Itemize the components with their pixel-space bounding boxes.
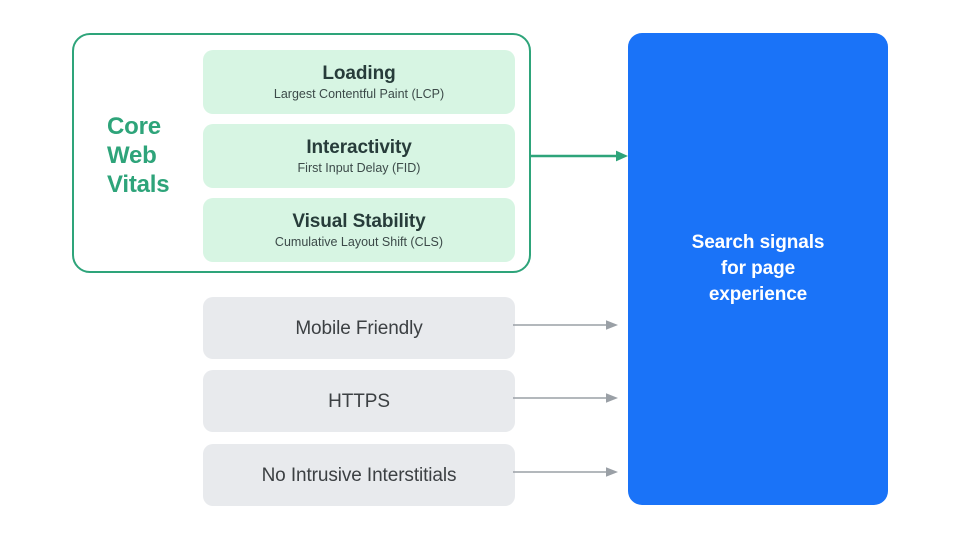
metric-card-loading: Loading Largest Contentful Paint (LCP) [203, 50, 515, 114]
metric-title: Loading [322, 62, 396, 84]
result-box-text: Search signals for page experience [674, 230, 843, 308]
signal-label: HTTPS [328, 390, 390, 412]
arrow-no-intrusive-interstitials-to-result [513, 467, 618, 477]
arrow-mobile-friendly-to-result [513, 320, 618, 330]
signal-label: Mobile Friendly [295, 317, 423, 339]
metric-subtitle: Largest Contentful Paint (LCP) [273, 86, 445, 101]
core-web-vitals-label: Core Web Vitals [107, 112, 197, 199]
core-web-vitals-label-line-1: Core [107, 113, 161, 140]
metric-card-visual-stability: Visual Stability Cumulative Layout Shift… [203, 198, 515, 262]
core-web-vitals-group [72, 33, 531, 273]
signal-box-mobile-friendly: Mobile Friendly [203, 297, 515, 359]
core-web-vitals-label-line-3: Vitals [107, 171, 170, 198]
core-web-vitals-label-line-2: Web [107, 142, 157, 169]
result-line-1: Search signals [691, 232, 825, 253]
arrow-https-to-result [513, 393, 618, 403]
signal-box-https: HTTPS [203, 370, 515, 432]
result-line-2: for page [720, 258, 796, 279]
metric-subtitle: Cumulative Layout Shift (CLS) [274, 234, 444, 249]
metric-title: Visual Stability [292, 210, 426, 232]
metric-card-interactivity: Interactivity First Input Delay (FID) [203, 124, 515, 188]
metric-subtitle: First Input Delay (FID) [297, 160, 421, 175]
signal-label: No Intrusive Interstitials [261, 464, 457, 486]
metric-title: Interactivity [306, 136, 412, 158]
result-line-3: experience [708, 284, 808, 305]
signal-box-no-intrusive-interstitials: No Intrusive Interstitials [203, 444, 515, 506]
arrow-core-web-vitals-to-result [530, 150, 628, 162]
result-box-search-signals: Search signals for page experience [628, 33, 888, 505]
